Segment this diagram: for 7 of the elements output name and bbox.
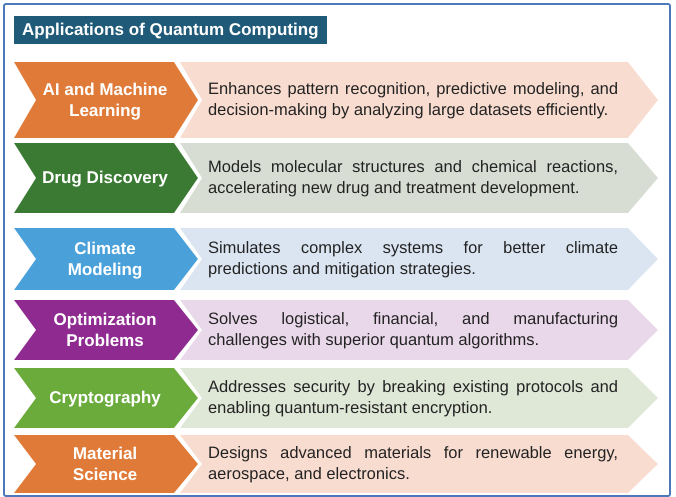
description-band: Solves logistical, financial, and manufacturing challenges with superior quantum algorithms. (180, 300, 658, 360)
description-band: Models molecular structures and chemical reactions, accelerating new drug and treatment development. (180, 143, 658, 213)
description-band: Enhances pattern recognition, predictive modeling, and decision-making by analyzing large datasets efficiently. (180, 62, 658, 138)
description-band: Addresses security by breaking existing protocols and enabling quantum-resistant encryption. (180, 368, 658, 428)
description-band: Designs advanced materials for renewable energy, aerospace, and electronics. (180, 435, 658, 493)
description-band: Simulates complex systems for better climate predictions and mitigation strategies. (180, 228, 658, 290)
title-banner: Applications of Quantum Computing (14, 16, 327, 44)
